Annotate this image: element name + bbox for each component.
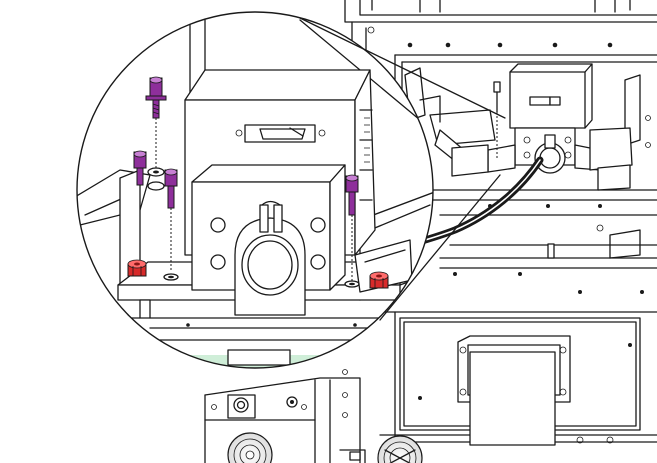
fan-grille-icon [227, 432, 273, 463]
hex-nut-icon [369, 271, 389, 289]
hex-socket-bolt-icon [145, 76, 167, 168]
housing-assembly [404, 63, 633, 191]
lower-cabinet [204, 369, 423, 463]
connector-port-icon [227, 394, 256, 419]
hex-nut-icon [127, 259, 147, 277]
hex-socket-bolt-icon [345, 174, 359, 282]
connector-port-icon [235, 124, 326, 143]
hex-socket-bolt-icon [133, 150, 147, 258]
fan-grille-icon [377, 435, 423, 463]
detail-callout [76, 11, 506, 369]
hex-socket-bolt-icon [286, 396, 298, 408]
hex-socket-bolt-icon [164, 168, 178, 272]
lower-panel [379, 311, 657, 463]
